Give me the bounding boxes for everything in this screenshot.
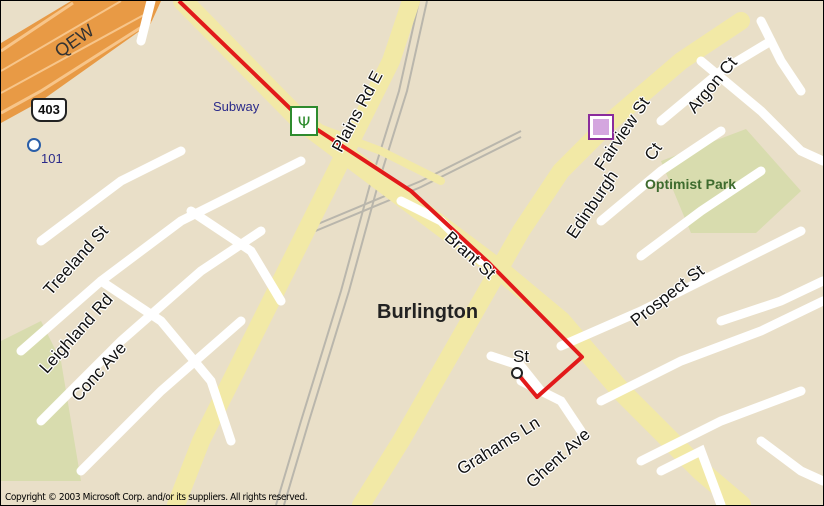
minor-roads [16, 1, 823, 505]
copyright-text: Copyright © 2003 Microsoft Corp. and/or … [5, 492, 308, 503]
subway-label: Subway [213, 99, 260, 114]
restaurant-poi-icon[interactable]: Ψ [290, 106, 318, 136]
qew-highway [1, 1, 161, 123]
highway-403-shield: 403 [31, 98, 67, 122]
poi-purple-icon[interactable] [588, 114, 614, 140]
svg-text:Ψ: Ψ [298, 113, 311, 132]
destination-pin-icon[interactable] [511, 367, 523, 379]
exit-101-label: 101 [41, 151, 63, 166]
exit-marker-icon [27, 138, 41, 152]
railway-lines [275, 1, 522, 505]
park-area-west [1, 321, 81, 481]
city-label: Burlington [377, 301, 479, 323]
optimist-park-area [661, 129, 801, 233]
park-label: Optimist Park [645, 176, 737, 192]
st-marker-label: St [513, 347, 530, 366]
